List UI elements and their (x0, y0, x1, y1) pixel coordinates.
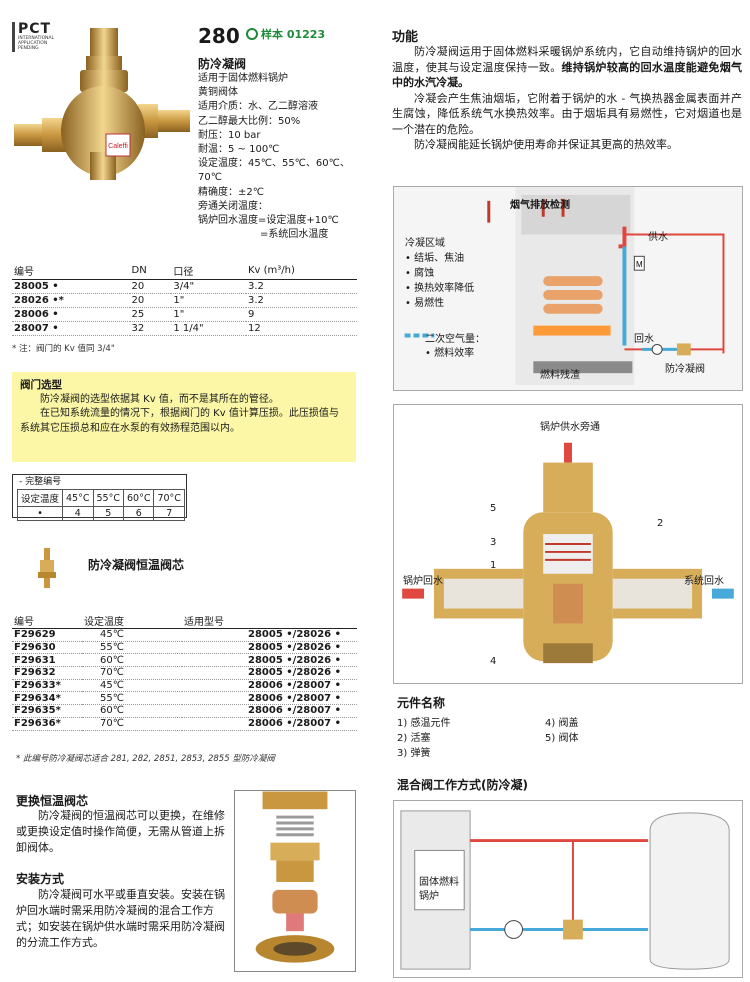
cartridge-exploded-image (234, 790, 356, 972)
selection-box: 阀门选型 防冷凝阀的选型依据其 Kv 值，而不是其所在的管径。 在已知系统流量的… (12, 372, 356, 462)
boiler-label: 固体燃料锅炉 (419, 877, 459, 902)
svg-text:Caleffi: Caleffi (108, 143, 128, 150)
mixing-diagram (393, 800, 743, 978)
sample-badge: 样本 01223 (246, 26, 325, 42)
cartridge-note: * 此编号防冷凝阀芯适合 281, 282, 2851, 2853, 2855 … (16, 754, 275, 764)
system-return-label: 系统回水 (684, 576, 724, 587)
kv-note: * 注：阀门的 Kv 值同 3/4" (12, 344, 115, 354)
return-label: 回水 (634, 334, 654, 345)
svg-text:M: M (636, 260, 643, 269)
air-item: • 燃料效率 (425, 348, 475, 359)
function-title: 功能 (392, 30, 419, 45)
replace-text: 防冷凝阀的恒温阀芯可以更换，在维修或更换设定值时操作简便，无需从管道上拆卸阀体。 (16, 809, 225, 854)
install-text: 防冷凝阀可水平或垂直安装。安装在锅炉回水端时需采用防冷凝阀的混合工作方式；如安装… (16, 888, 225, 949)
num-4: 4 (490, 656, 497, 667)
parts-list-left: 1) 感温元件 2) 活塞 3) 弹簧 (397, 718, 451, 759)
valve-label: 防冷凝阀 (665, 364, 705, 375)
num-5: 5 (490, 503, 497, 514)
num-1: 1 (490, 560, 497, 571)
parts-list-right: 4) 阀盖 5) 阀体 (545, 718, 579, 744)
boiler-return-label: 锅炉回水 (403, 576, 443, 587)
spec-block: 防冷凝阀 适用于固体燃料锅炉 黄铜阀体 适用介质：水、乙二醇溶液 乙二醇最大比例… (198, 57, 350, 241)
replace-title: 更换恒温阀芯 (16, 794, 89, 808)
valve-section-diagram (393, 404, 743, 684)
boiler-condensation-diagram: M (393, 186, 743, 391)
supply-label: 供水 (648, 232, 668, 243)
cartridge-title: 防冷凝阀恒温阀芯 (88, 558, 185, 572)
pct-logo: PCT INTERNATIONAL APPLICATION PENDING (12, 22, 70, 52)
function-text: 防冷凝阀运用于固体燃料采暖锅炉系统内，它自动维持锅炉的回水温度，使其与设定温度保… (392, 45, 742, 151)
bypass-label: 锅炉供水旁通 (540, 422, 600, 433)
install-title: 安装方式 (16, 872, 65, 886)
num-3: 3 (490, 537, 497, 548)
parts-title: 元件名称 (397, 696, 446, 710)
residue-label: 燃料残渣 (540, 370, 580, 381)
model-number: 280 (198, 24, 240, 48)
flue-label: 烟气排放检测 (510, 200, 570, 211)
leaf-icon (246, 28, 258, 40)
num-2: 2 (657, 518, 664, 529)
mix-title: 混合阀工作方式(防冷凝) (397, 778, 528, 792)
valve-product-image: Caleffi (14, 28, 190, 180)
zone-label: 冷凝区域 • 结垢、焦油 • 腐蚀 • 换热效率降低 • 易燃性 (405, 238, 475, 309)
cartridge-icon (38, 548, 56, 588)
air-label: 二次空气量： (425, 334, 485, 345)
